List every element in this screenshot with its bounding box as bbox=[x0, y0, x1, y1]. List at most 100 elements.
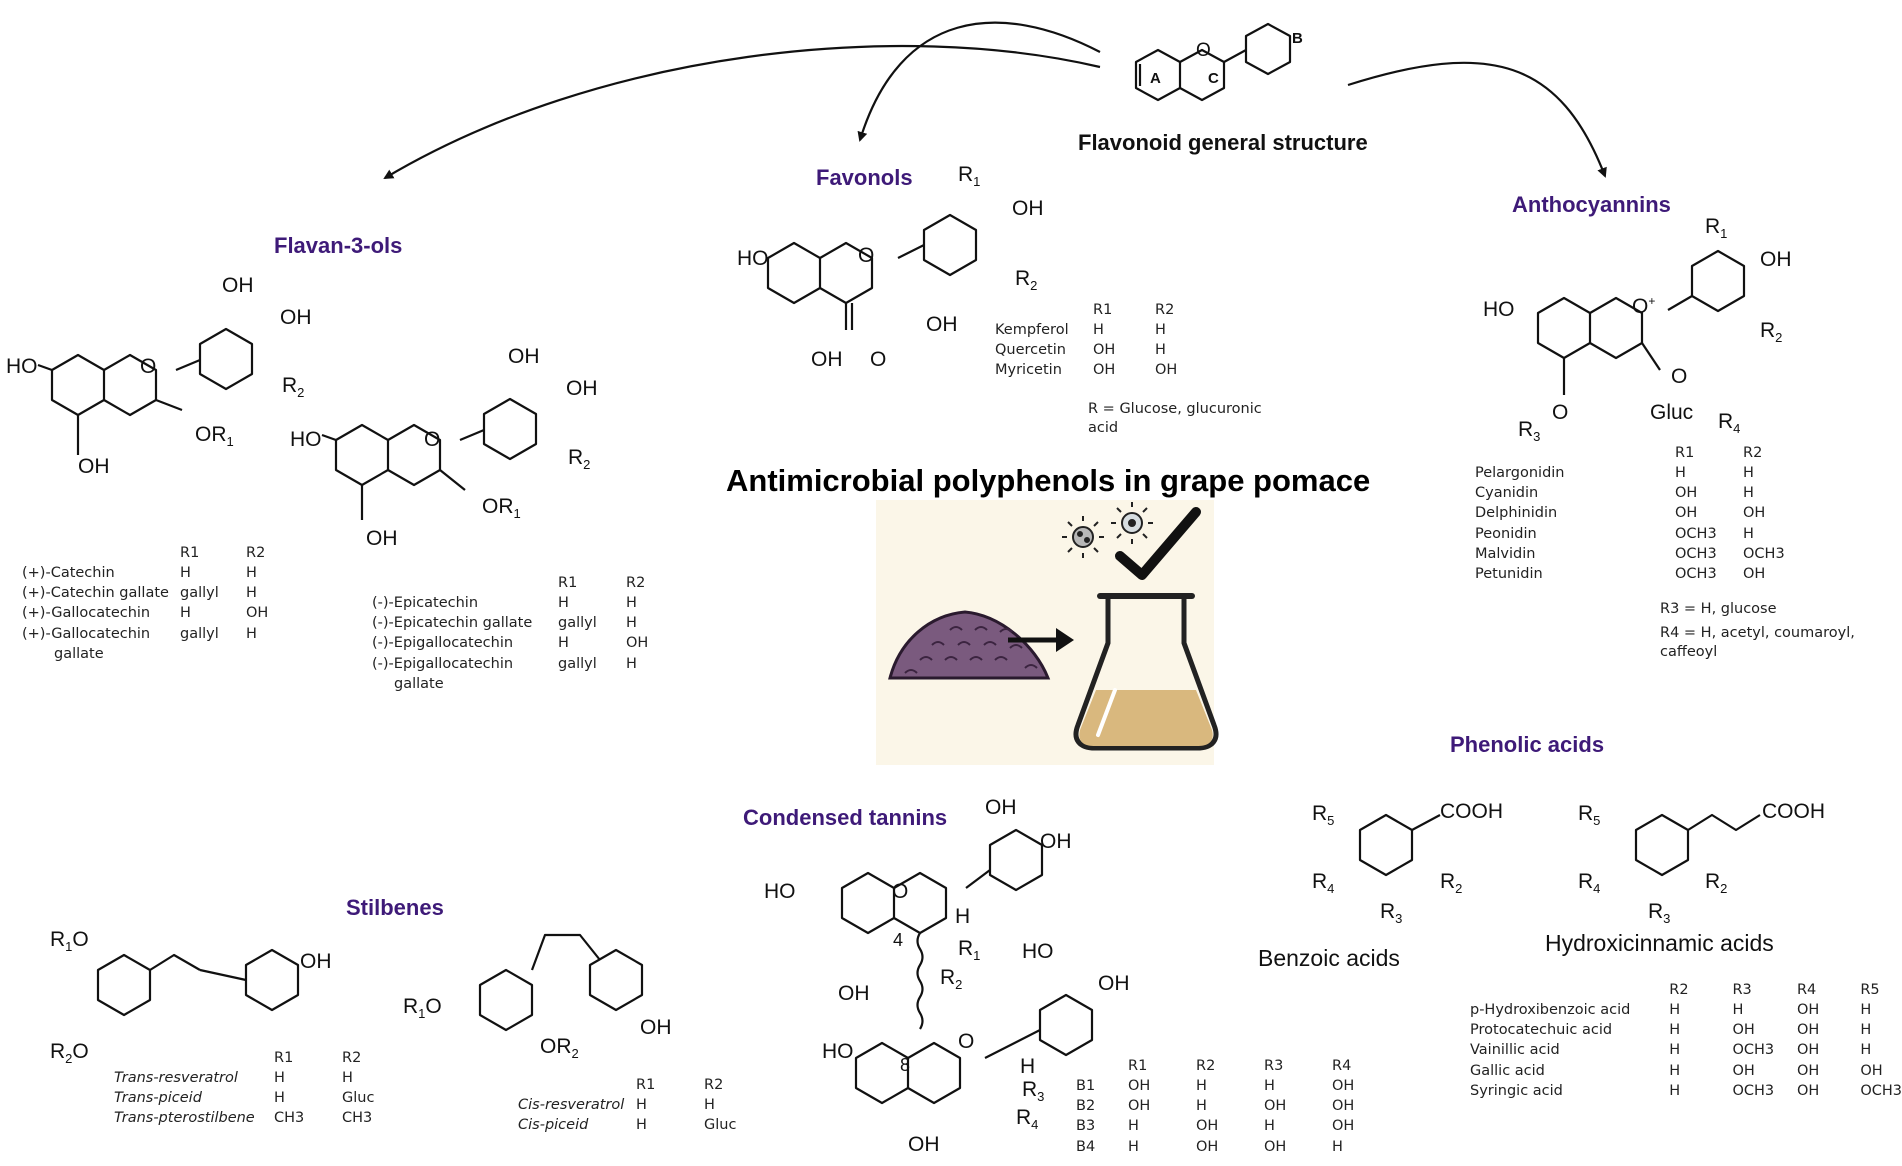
atom-o: O bbox=[870, 348, 887, 371]
checkmark-icon bbox=[1115, 507, 1201, 580]
trans-stilbene-structure bbox=[96, 948, 300, 1017]
heading-phenolic-acids: Phenolic acids bbox=[1450, 732, 1605, 757]
atom-r1o: R1O bbox=[50, 928, 89, 955]
atom-or1: OR1 bbox=[482, 495, 521, 522]
hydroxicinnamic-acid-structure bbox=[1634, 813, 1761, 877]
table-row: gallate bbox=[54, 646, 104, 663]
atom-oh: OH bbox=[78, 455, 110, 478]
heading-flavonols: Favonols bbox=[816, 165, 913, 190]
atom-r2: R2 bbox=[1760, 319, 1783, 346]
condensed-tannin-structure bbox=[840, 828, 1094, 1105]
atom-r1o: R1O bbox=[403, 995, 442, 1022]
main-title: Antimicrobial polyphenols in grape pomac… bbox=[726, 463, 1371, 498]
flavonoid-structure bbox=[1134, 22, 1292, 102]
atom-ho: HO bbox=[6, 355, 38, 378]
position-4-label: 4 bbox=[893, 930, 904, 950]
atom-o: O bbox=[892, 880, 909, 903]
atom-r2: R2 bbox=[1440, 870, 1463, 897]
ring-b-label: B bbox=[1292, 30, 1303, 47]
atom-r1: R1 bbox=[1705, 215, 1728, 242]
atom-oh: OH bbox=[566, 377, 598, 400]
atom-oh: OH bbox=[811, 348, 843, 371]
atom-r4: R4 bbox=[1312, 870, 1335, 897]
atom-o: O bbox=[1552, 401, 1569, 424]
atom-r2: R2 bbox=[282, 374, 305, 401]
cis-stilbene-structure bbox=[478, 933, 644, 1032]
atom-o: O bbox=[858, 244, 875, 267]
atom-r2o: R2O bbox=[50, 1040, 89, 1067]
atom-o: O bbox=[1671, 365, 1688, 388]
atom-r2: R2 bbox=[1705, 870, 1728, 897]
atom-r2: R2 bbox=[568, 446, 591, 473]
pomace-icon bbox=[888, 610, 1051, 680]
atom-cooh: COOH bbox=[1440, 800, 1503, 823]
atom-oh: OH bbox=[508, 345, 540, 368]
atom-r3: R3 bbox=[1022, 1078, 1045, 1105]
atom-r3: R3 bbox=[1648, 900, 1671, 927]
atom-h: H bbox=[1020, 1055, 1036, 1078]
atom-o: O bbox=[140, 355, 157, 378]
atom-ho: HO bbox=[1483, 298, 1515, 321]
flavonol-structure bbox=[766, 213, 978, 330]
position-8-label: 8 bbox=[900, 1055, 911, 1075]
atom-o: O bbox=[958, 1030, 975, 1053]
anthocyanin-structure bbox=[1536, 249, 1746, 395]
atom-oh: OH bbox=[838, 982, 870, 1005]
microbe-icon bbox=[1062, 502, 1153, 558]
atom-r1: R1 bbox=[958, 937, 981, 964]
arrow-to-anthocyanins bbox=[1347, 61, 1607, 178]
heading-anthocyanins: Anthocyannins bbox=[1512, 192, 1671, 217]
atom-oh: OH bbox=[1760, 248, 1792, 271]
atom-oh: OH bbox=[366, 527, 398, 550]
atom-r5: R5 bbox=[1312, 802, 1335, 829]
process-arrow-icon bbox=[1008, 628, 1074, 652]
atom-oh: OH bbox=[280, 306, 312, 329]
heading-stilbenes: Stilbenes bbox=[346, 895, 444, 920]
atom-or1: OR1 bbox=[195, 423, 234, 450]
atom-r1: R1 bbox=[958, 163, 981, 190]
anthocyanins-note-r4: R4 = H, acetyl, coumaroyl, caffeoyl bbox=[1660, 625, 1855, 660]
atom-gluc: Gluc bbox=[1650, 401, 1694, 424]
atom-o-plus: O+ bbox=[1632, 294, 1656, 318]
atom-r3: R3 bbox=[1380, 900, 1403, 927]
flavonoid-o-atom: O bbox=[1196, 40, 1211, 61]
atom-r5: R5 bbox=[1578, 802, 1601, 829]
table-row: gallate bbox=[394, 676, 444, 693]
heading-condensed-tannins: Condensed tannins bbox=[743, 805, 948, 830]
ring-c-label: C bbox=[1208, 70, 1219, 87]
atom-o: O bbox=[424, 428, 441, 451]
atom-r4: R4 bbox=[1578, 870, 1601, 897]
atom-r4: R4 bbox=[1016, 1106, 1039, 1133]
atom-oh: OH bbox=[1012, 197, 1044, 220]
benzoic-acid-structure bbox=[1358, 813, 1441, 877]
atom-oh: OH bbox=[908, 1133, 940, 1156]
hydroxicinnamic-acids-label: Hydroxicinnamic acids bbox=[1545, 930, 1774, 956]
atom-oh: OH bbox=[300, 950, 332, 973]
